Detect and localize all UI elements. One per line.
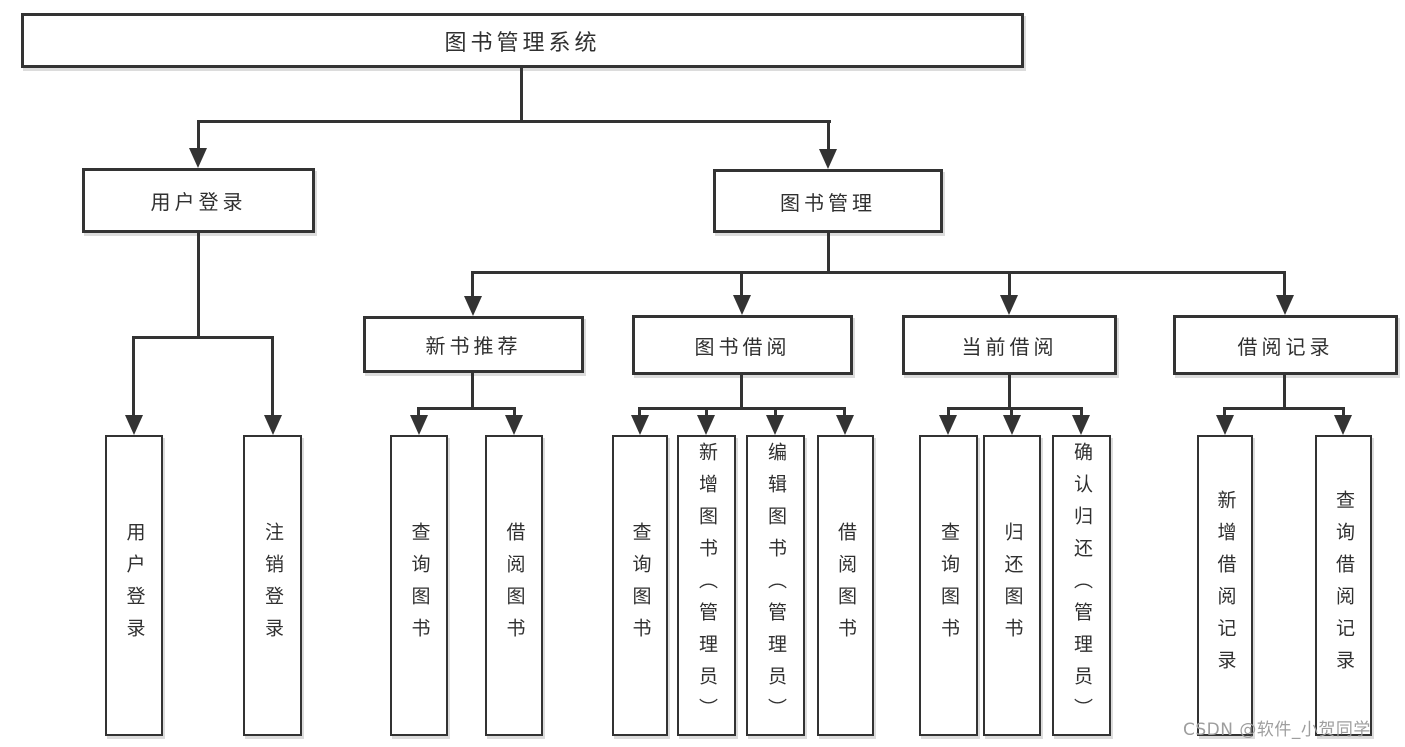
connector-line	[947, 407, 1082, 410]
node-label: 编辑图书（管理员）	[765, 441, 787, 730]
arrow-down-icon	[264, 415, 282, 435]
node-label: 图书借阅	[694, 334, 791, 359]
connector-line	[197, 120, 831, 123]
arrow-down-icon	[819, 149, 837, 169]
connector-line	[1008, 375, 1011, 410]
connector-line	[1283, 271, 1286, 299]
arrow-down-icon	[125, 415, 143, 435]
arrow-down-icon	[1000, 295, 1018, 315]
node-label: 查询借阅记录	[1333, 489, 1355, 682]
node-label: 图书管理	[780, 190, 876, 215]
connector-line	[827, 233, 830, 274]
connector-line	[417, 407, 420, 419]
connector-line	[197, 233, 200, 339]
arrow-down-icon	[766, 415, 784, 435]
node-label: 借阅记录	[1237, 334, 1334, 359]
arrow-down-icon	[1216, 415, 1234, 435]
leaf-query-books-recommend: 查询图书	[390, 435, 448, 736]
node-user-login: 用户登录	[82, 168, 315, 233]
leaf-borrow-books: 借阅图书	[817, 435, 874, 736]
connector-line	[1223, 407, 1344, 410]
arrow-down-icon	[631, 415, 649, 435]
arrow-down-icon	[189, 148, 207, 168]
leaf-confirm-return-admin: 确认归还（管理员）	[1052, 435, 1111, 736]
connector-line	[513, 407, 516, 419]
leaf-borrow-books-recommend: 借阅图书	[485, 435, 543, 736]
connector-line	[705, 407, 708, 419]
connector-line	[1008, 271, 1011, 299]
node-label: 借阅图书	[503, 521, 526, 650]
connector-line	[774, 407, 777, 419]
leaf-query-books-current: 查询图书	[919, 435, 978, 736]
connector-line	[471, 271, 1286, 274]
arrow-down-icon	[1003, 415, 1021, 435]
connector-line	[197, 120, 200, 152]
node-book-borrowing: 图书借阅	[632, 315, 853, 375]
connector-line	[740, 375, 743, 410]
connector-line	[638, 407, 846, 410]
connector-line	[1283, 375, 1286, 410]
node-label: 用户登录	[123, 521, 146, 650]
node-label: 查询图书	[938, 521, 960, 650]
node-label: 查询图书	[629, 521, 652, 650]
arrow-down-icon	[1276, 295, 1294, 315]
leaf-logout: 注销登录	[243, 435, 302, 736]
connector-line	[1010, 407, 1013, 419]
leaf-query-borrow-record: 查询借阅记录	[1315, 435, 1372, 736]
arrow-down-icon	[697, 415, 715, 435]
connector-line	[1342, 407, 1345, 419]
connector-line	[471, 271, 474, 299]
leaf-return-books: 归还图书	[983, 435, 1041, 736]
arrow-down-icon	[410, 415, 428, 435]
node-label: 借阅图书	[835, 521, 857, 650]
leaf-user-login: 用户登录	[105, 435, 163, 736]
arrow-down-icon	[505, 415, 523, 435]
csdn-watermark: CSDN @软件_小贺同学	[1183, 720, 1371, 740]
connector-line	[1223, 407, 1226, 419]
node-label: 用户登录	[150, 190, 247, 214]
arrow-down-icon	[836, 415, 854, 435]
node-current-borrowing: 当前借阅	[902, 315, 1117, 375]
connector-line	[271, 336, 274, 418]
node-book-management: 图书管理	[713, 169, 943, 233]
leaf-add-borrow-record: 新增借阅记录	[1197, 435, 1253, 736]
node-label: 新增借阅记录	[1214, 489, 1237, 682]
node-label: 确认归还（管理员）	[1071, 441, 1093, 730]
connector-line	[471, 373, 474, 410]
node-label: 新增图书（管理员）	[696, 441, 718, 730]
node-library-management-system: 图书管理系统	[21, 13, 1024, 68]
arrow-down-icon	[464, 296, 482, 316]
connector-line	[520, 68, 523, 123]
node-borrowing-records: 借阅记录	[1173, 315, 1398, 375]
connector-line	[132, 336, 135, 418]
node-new-book-recommendation: 新书推荐	[363, 316, 584, 373]
node-label: 注销登录	[262, 521, 284, 650]
connector-line	[740, 271, 743, 299]
node-label: 当前借阅	[961, 334, 1058, 359]
leaf-add-books-admin: 新增图书（管理员）	[677, 435, 736, 736]
arrow-down-icon	[939, 415, 957, 435]
arrow-down-icon	[1334, 415, 1352, 435]
connector-line	[947, 407, 950, 419]
connector-line	[638, 407, 641, 419]
node-label: 查询图书	[408, 521, 431, 650]
connector-line	[827, 120, 830, 152]
connector-line	[417, 407, 516, 410]
node-label: 新书推荐	[425, 334, 522, 358]
arrow-down-icon	[733, 295, 751, 315]
node-label: 归还图书	[1001, 521, 1024, 650]
node-label: 图书管理系统	[444, 30, 601, 56]
leaf-edit-books-admin: 编辑图书（管理员）	[746, 435, 805, 736]
connector-line	[1080, 407, 1083, 419]
connector-line	[843, 407, 846, 419]
leaf-query-books-borrow: 查询图书	[612, 435, 668, 736]
arrow-down-icon	[1072, 415, 1090, 435]
connector-line	[132, 336, 274, 339]
